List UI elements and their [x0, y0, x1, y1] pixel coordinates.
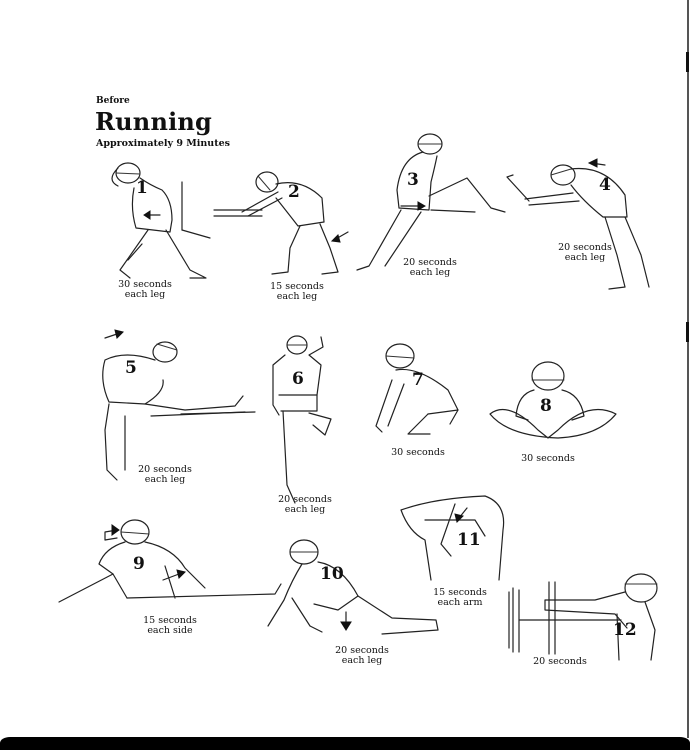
page-edge-line — [687, 0, 689, 738]
exercise-number: 3 — [407, 170, 419, 190]
wall-calf-stretch-figure-icon — [111, 162, 211, 279]
forward-reach-hamstring-stretch-figure-icon — [506, 158, 650, 290]
side-bend-leg-on-ledge-figure-icon — [102, 329, 256, 481]
exercise-number: 2 — [288, 182, 300, 202]
exercise-number: 10 — [320, 564, 344, 584]
page-edge-mark — [686, 52, 689, 72]
page-edge-mark — [686, 322, 689, 342]
exercise-number: 8 — [540, 396, 552, 416]
exercise-number: 6 — [292, 369, 304, 389]
exercise-caption: 30 seconds — [521, 453, 575, 464]
seated-groin-stretch-figure-icon — [489, 361, 617, 439]
exercise-8: 8 30 seconds — [488, 360, 618, 470]
scan-bottom-border — [0, 737, 690, 750]
exercise-number: 12 — [613, 620, 637, 640]
exercise-number: 4 — [599, 175, 611, 195]
exercise-7: 7 30 seconds — [368, 340, 468, 470]
exercise-number: 5 — [125, 358, 137, 378]
pretitle: Before — [96, 96, 130, 106]
exercise-number: 9 — [133, 554, 145, 574]
raised-leg-hamstring-stretch-figure-icon — [356, 133, 506, 271]
exercise-caption: 20 seconds — [533, 656, 587, 667]
page-subtitle: Approximately 9 Minutes — [96, 138, 230, 149]
overhead-triceps-stretch-figure-icon — [400, 495, 505, 581]
bent-knee-calf-stretch-figure-icon — [213, 171, 349, 275]
exercise-number: 1 — [136, 178, 148, 198]
page-title: Running — [95, 107, 213, 136]
exercise-12: 12 20 seconds — [505, 570, 665, 670]
exercise-number: 7 — [412, 370, 424, 390]
page-bottom-edge — [4, 720, 684, 737]
seated-spinal-twist-figure-icon — [58, 519, 282, 603]
wall-shoulder-stretch-figure-icon — [508, 573, 658, 661]
standing-quad-stretch-figure-icon — [272, 335, 332, 504]
exercise-number: 11 — [457, 530, 481, 550]
lunge-hip-stretch-figure-icon — [267, 539, 439, 635]
squat-stretch-figure-icon — [375, 343, 459, 435]
exercise-caption: 30 seconds — [391, 447, 445, 458]
